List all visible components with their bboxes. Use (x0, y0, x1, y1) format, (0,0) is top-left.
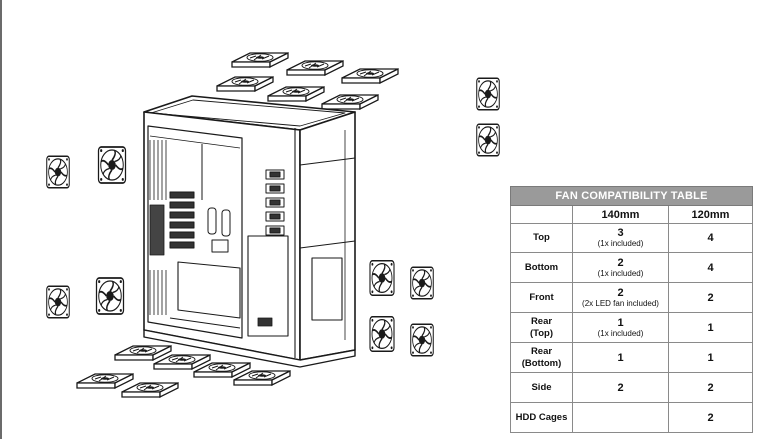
side-fans-left (45, 146, 127, 319)
value-140mm: 2 (572, 372, 669, 403)
row-label: Top (510, 223, 573, 253)
row-label: Rear(Top) (510, 312, 573, 343)
header-120mm: 120mm (668, 205, 753, 224)
rear-fans (475, 77, 501, 157)
value-120mm: 2 (668, 402, 753, 433)
table-title: FAN COMPATIBILITY TABLE (510, 186, 753, 206)
value-140mm (572, 402, 669, 433)
table-row: Rear(Bottom) 1 1 (510, 342, 753, 373)
pc-case-icon (143, 95, 356, 368)
table-row: Front 2(2x LED fan included) 2 (510, 282, 753, 313)
table-row: Rear(Top) 1(1x included) 1 (510, 312, 753, 343)
row-label: Side (510, 372, 573, 403)
value-140mm: 2(2x LED fan included) (572, 282, 669, 313)
value-120mm: 4 (668, 252, 753, 283)
row-label: HDD Cages (510, 402, 573, 433)
page-left-border (0, 0, 2, 439)
value-140mm: 3(1x included) (572, 223, 669, 253)
table-row: Top 3(1x included) 4 (510, 223, 753, 253)
table-row: HDD Cages 2 (510, 402, 753, 433)
value-140mm: 1(1x included) (572, 312, 669, 343)
value-120mm: 2 (668, 282, 753, 313)
value-120mm: 1 (668, 342, 753, 373)
front-fans-right (369, 259, 435, 357)
row-label: Rear(Bottom) (510, 342, 573, 373)
header-140mm: 140mm (572, 205, 669, 224)
case-exploded-illustration (45, 52, 501, 398)
row-label: Bottom (510, 252, 573, 283)
table-row: Bottom 2(1x included) 4 (510, 252, 753, 283)
value-120mm: 1 (668, 312, 753, 343)
header-empty (510, 205, 573, 224)
fan-compatibility-table: FAN COMPATIBILITY TABLE 140mm 120mm Top … (510, 186, 753, 433)
value-120mm: 2 (668, 372, 753, 403)
value-120mm: 4 (668, 223, 753, 253)
value-140mm: 1 (572, 342, 669, 373)
row-label: Front (510, 282, 573, 313)
value-140mm: 2(1x included) (572, 252, 669, 283)
table-row: Side 2 2 (510, 372, 753, 403)
